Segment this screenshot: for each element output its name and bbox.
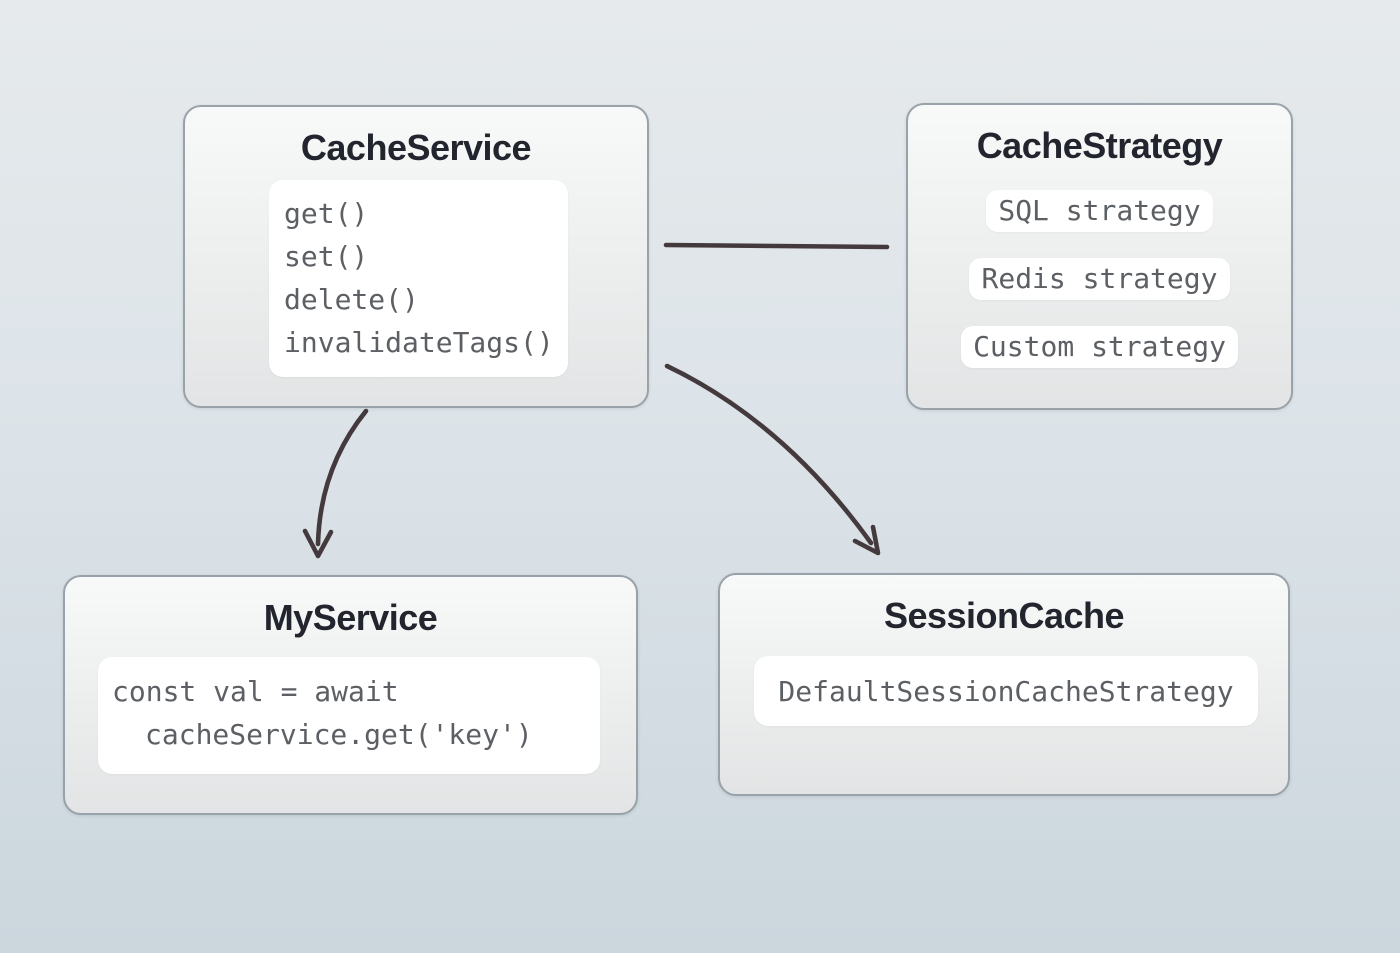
strategy-pill-sql: SQL strategy	[986, 190, 1213, 232]
node-title-myservice: MyService	[263, 597, 438, 638]
strategy-pill-custom: Custom strategy	[961, 326, 1238, 368]
method-set: set()	[284, 240, 369, 273]
method-invalidatetags: invalidateTags()	[284, 326, 554, 359]
arrowhead-down-icon	[302, 528, 334, 559]
method-get: get()	[284, 197, 369, 230]
strategy-pill-redis: Redis strategy	[969, 258, 1230, 300]
code-line-1: const val = await	[112, 675, 399, 708]
sessioncache-strategy-panel: DefaultSessionCacheStrategy	[754, 656, 1258, 726]
node-title-cachestrategy: CacheStrategy	[976, 125, 1223, 166]
edge-cacheservice-cachestrategy	[663, 242, 890, 250]
code-line-2: cacheService.get('key')	[145, 718, 533, 751]
node-cachestrategy: CacheStrategy SQL strategy Redis strateg…	[906, 103, 1293, 410]
node-cacheservice: CacheService get() set() delete() invali…	[183, 105, 649, 408]
cacheservice-methods-panel: get() set() delete() invalidateTags()	[269, 180, 568, 377]
method-delete: delete()	[284, 283, 419, 316]
node-title-cacheservice: CacheService	[300, 127, 532, 168]
edge-cacheservice-sessioncache	[664, 363, 881, 556]
default-strategy-label: DefaultSessionCacheStrategy	[778, 674, 1234, 708]
arrowhead-down-right-icon	[852, 524, 881, 556]
edge-cacheservice-myservice	[302, 408, 369, 559]
node-myservice: MyService const val = await cacheService…	[63, 575, 638, 815]
node-title-sessioncache: SessionCache	[883, 595, 1125, 636]
strategy-pill-stack: SQL strategy Redis strategy Custom strat…	[908, 190, 1291, 368]
node-sessioncache: SessionCache DefaultSessionCacheStrategy	[718, 573, 1290, 796]
myservice-code-panel: const val = await cacheService.get('key'…	[98, 657, 600, 774]
